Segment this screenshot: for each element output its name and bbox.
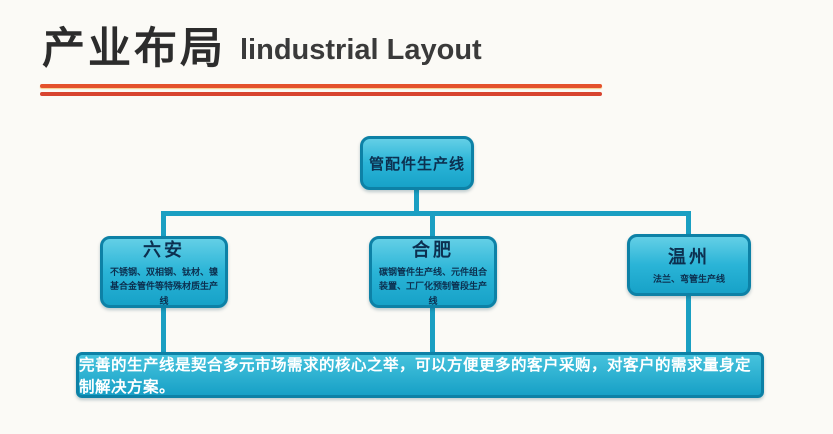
connector-wenzhou-bottom: [686, 294, 691, 354]
slide-header: 产业布局 lindustrial Layout: [42, 14, 482, 76]
summary-bar: 完善的生产线是契合多元市场需求的核心之举，可以方便更多的客户采购，对客户的需求量…: [76, 352, 764, 398]
node-root-label: 管配件生产线: [368, 155, 465, 173]
connector-wenzhou-top: [686, 211, 691, 237]
node-hefei-label: 合肥: [412, 239, 454, 260]
node-luan: 六安 不锈钢、双相钢、钛材、镍基合金管件等特殊材质生产线: [100, 236, 228, 308]
title-underline: [40, 84, 602, 96]
connector-root-stem: [414, 188, 419, 214]
page-title-en: lindustrial Layout: [240, 34, 482, 66]
node-wenzhou-label: 温州: [668, 247, 710, 268]
connector-hefei-top: [430, 211, 435, 239]
connector-hefei-bottom: [430, 306, 435, 354]
connector-horizontal: [162, 211, 691, 216]
underline-top: [40, 84, 602, 88]
node-pipe-fittings-line: 管配件生产线: [360, 136, 474, 190]
node-wenzhou: 温州 法兰、弯管生产线: [627, 234, 751, 296]
node-wenzhou-description: 法兰、弯管生产线: [652, 274, 725, 285]
summary-text: 完善的生产线是契合多元市场需求的核心之举，可以方便更多的客户采购，对客户的需求量…: [79, 357, 752, 396]
connector-luan-top: [161, 211, 166, 239]
underline-bottom: [40, 92, 602, 96]
node-luan-description: 不锈钢、双相钢、钛材、镍基合金管件等特殊材质生产线: [110, 266, 219, 306]
connector-luan-bottom: [161, 306, 166, 354]
node-luan-label: 六安: [143, 239, 185, 260]
node-hefei-description: 碳钢管件生产线、元件组合装置、工厂化预制管段生产线: [379, 266, 488, 306]
node-hefei: 合肥 碳钢管件生产线、元件组合装置、工厂化预制管段生产线: [369, 236, 497, 308]
page-title: 产业布局: [42, 25, 226, 73]
